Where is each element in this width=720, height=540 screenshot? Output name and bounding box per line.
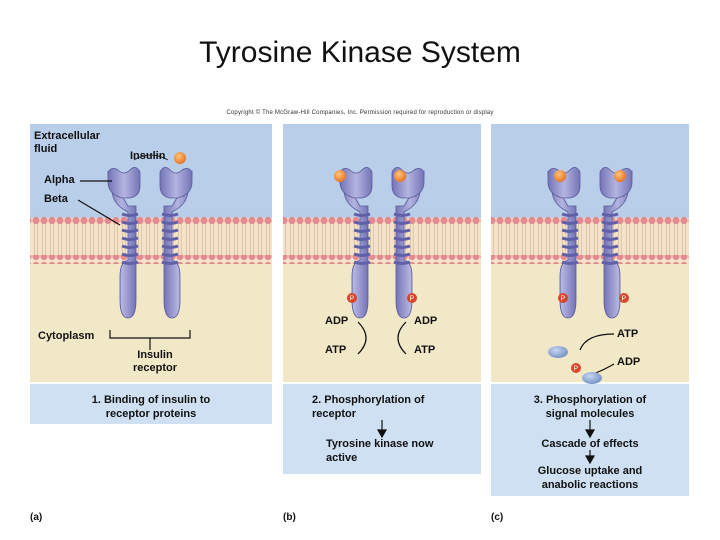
label-insulin-receptor: Insulin receptor [132,349,178,374]
caption-arrows [376,420,596,465]
copyright-notice: Copyright © The McGraw-Hill Companies, I… [226,110,494,116]
caption-step3b: Cascade of effects [541,438,639,450]
panel-letter-b: (b) [283,512,296,523]
label-pointers [77,180,191,350]
label-atp-right: ATP [414,344,436,356]
signal-molecules [548,346,602,384]
caption-box-a [30,384,272,424]
label-alpha: Alpha [44,174,75,186]
label-adp-right: ADP [414,315,438,327]
caption-step1: 1. Binding of insulin to receptor protei… [91,394,211,420]
caption-step2b: Tyrosine kinase now active [326,438,434,464]
label-adp-left: ADP [325,315,349,327]
insulin-molecules [133,152,626,182]
panel-b-background [283,124,481,382]
label-beta: Beta [44,193,68,205]
panel-a-background [30,124,272,382]
label-adp-c: ADP [617,356,641,368]
panel-letter-c: (c) [491,512,504,523]
panel-c-background [491,124,689,382]
label-cytoplasm: Cytoplasm [38,330,95,342]
panel-letter-a: (a) [30,512,43,523]
label-atp-left: ATP [325,344,347,356]
phosphate-tags [347,293,629,373]
caption-step2: 2. Phosphorylation of receptor [312,394,425,420]
caption-step3c: Glucose uptake and anabolic reactions [537,465,643,491]
label-extracellular-fluid: Extracellular fluid [34,130,101,155]
insulin-receptor-a [107,165,194,320]
page-title: Tyrosine Kinase System [199,36,521,69]
caption-box-c [491,384,689,496]
cell-membrane [30,215,689,264]
label-insulin: Insulin [130,150,166,162]
caption-step3: 3. Phosphorylation of signal molecules [533,394,647,420]
label-atp-c: ATP [617,328,639,340]
